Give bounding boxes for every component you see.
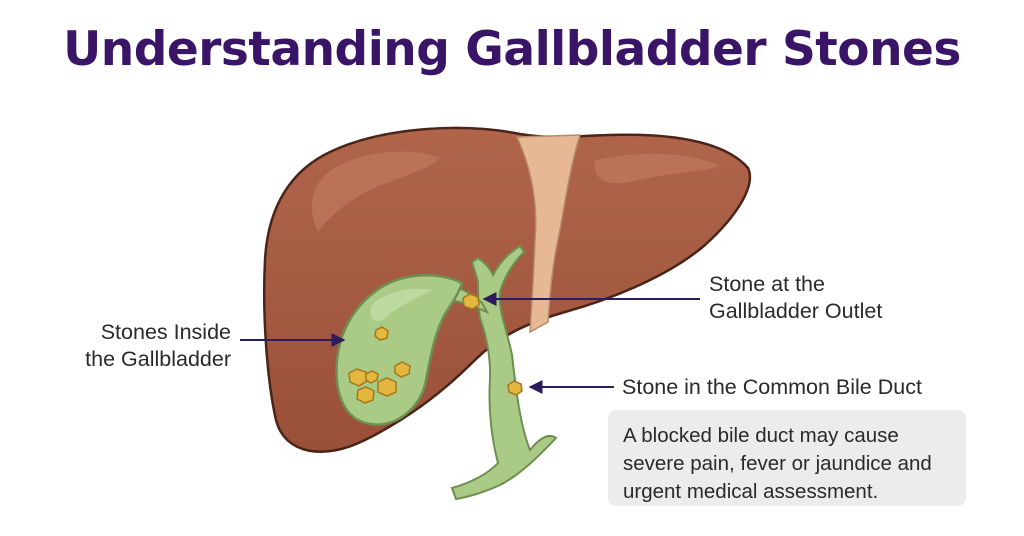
stone (377, 377, 397, 397)
note-line: urgent medical assessment. (623, 480, 879, 503)
label-stones-inside: Stones Inside the Gallbladder (56, 319, 231, 373)
gallbladder-highlight (370, 288, 432, 322)
label-outlet-stone: Stone at the Gallbladder Outlet (709, 271, 969, 325)
stone (374, 326, 389, 341)
common-bile-duct (450, 244, 558, 501)
warning-note: A blocked bile duct may cause severe pai… (608, 410, 966, 506)
liver-highlight (594, 153, 720, 184)
label-line: Stone at the (709, 272, 825, 296)
label-line: Stone in the Common Bile Duct (622, 375, 922, 399)
liver-highlight (311, 151, 440, 232)
outlet-stone (462, 293, 480, 310)
note-line: severe pain, fever or jaundice and (623, 452, 932, 475)
label-line: Stones Inside (100, 320, 231, 344)
note-line: A blocked bile duct may cause (623, 424, 899, 447)
stone (348, 368, 368, 387)
label-cbd-stone: Stone in the Common Bile Duct (622, 374, 1002, 401)
falciform-ligament (515, 134, 582, 334)
stone (356, 386, 375, 404)
cbd-stone (507, 380, 523, 396)
stone (394, 361, 411, 378)
gallbladder-stones (348, 326, 411, 404)
label-line: the Gallbladder (85, 347, 231, 371)
label-line: Gallbladder Outlet (709, 299, 883, 323)
page-title: Understanding Gallbladder Stones (63, 22, 961, 77)
stone (365, 370, 379, 384)
